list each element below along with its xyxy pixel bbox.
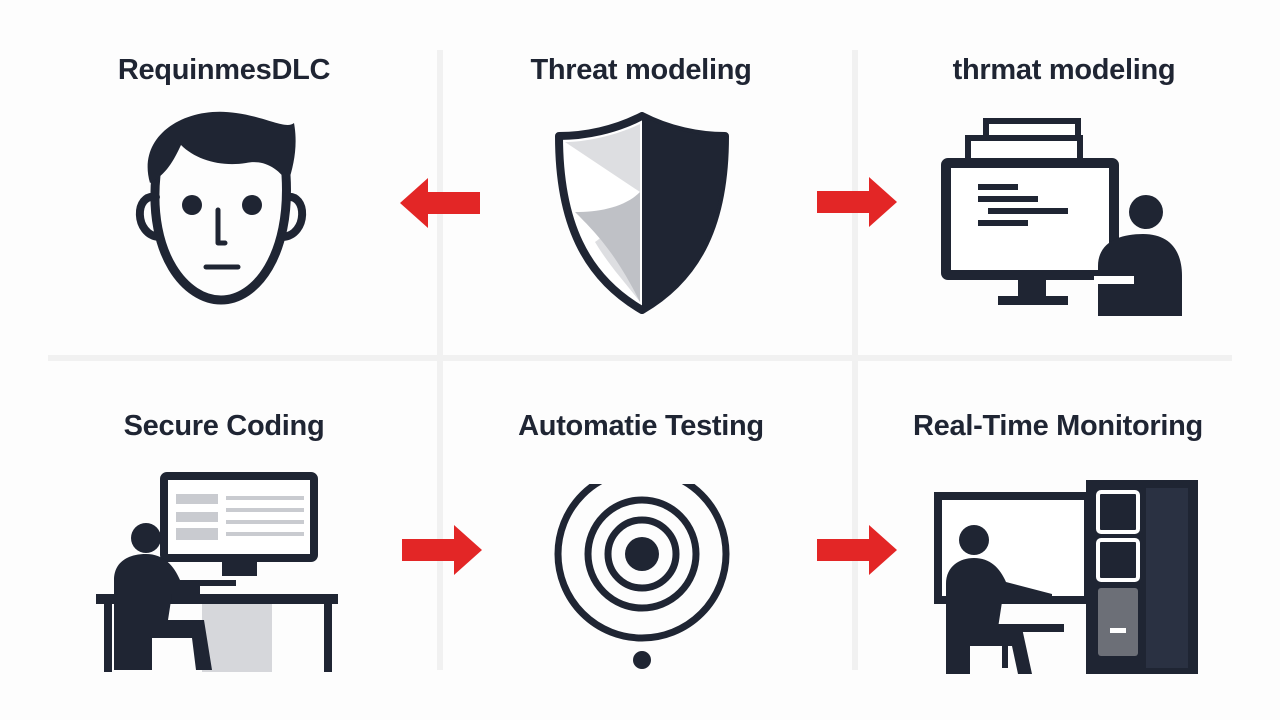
step-requirements: RequinmesDLC: [34, 0, 414, 300]
target-icon: [554, 484, 730, 669]
step-real-time-monitoring: Real-Time Monitoring: [868, 360, 1248, 660]
person-face-icon: [135, 111, 307, 305]
server-monitoring-icon: [934, 480, 1198, 674]
arrow-right-icon: [817, 177, 897, 227]
step-threat-modeling: Threat modeling: [451, 0, 831, 300]
step-title: thrmat modeling: [952, 54, 1176, 86]
arrow-left-icon: [400, 178, 480, 228]
step-title: RequinmesDLC: [117, 54, 331, 86]
step-title: Automatie Testing: [518, 410, 764, 442]
developer-desk-icon: [96, 472, 338, 672]
step-title: Real-Time Monitoring: [913, 410, 1203, 442]
computer-user-icon: [941, 118, 1182, 316]
step-secure-coding: Secure Coding: [34, 360, 414, 660]
arrow-right-icon: [402, 525, 482, 575]
step-title: Threat modeling: [530, 54, 752, 86]
step-automated-testing: Automatie Testing: [451, 360, 831, 660]
arrow-right-icon: [817, 525, 897, 575]
step-threat-modeling-2: thrmat modeling: [874, 0, 1254, 300]
step-title: Secure Coding: [123, 410, 325, 442]
shield-icon: [555, 112, 729, 314]
grid-divider-horizontal: [48, 355, 1232, 361]
